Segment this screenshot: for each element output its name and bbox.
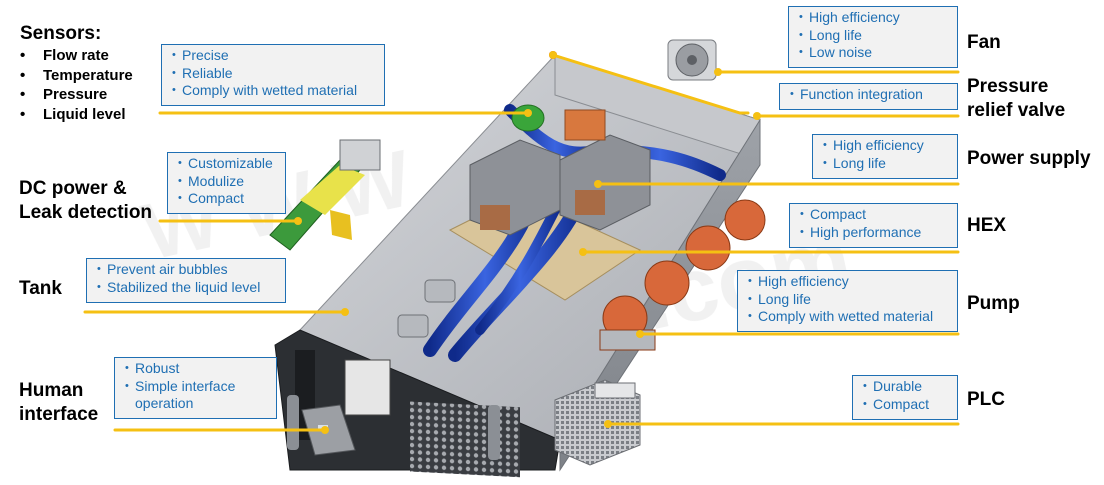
sensor-item: Flow rate xyxy=(20,46,133,66)
callout-item: Compact xyxy=(800,206,947,224)
power-supply-callout: High efficiency Long life xyxy=(812,134,958,179)
pump-callout: High efficiency Long life Comply with we… xyxy=(737,270,958,332)
sensor-item: Temperature xyxy=(20,66,133,86)
fan-callout: High efficiency Long life Low noise xyxy=(788,6,958,68)
power-supply-units xyxy=(469,134,651,236)
pressure-valve-callout: Function integration xyxy=(779,83,958,110)
plc-unit xyxy=(554,379,641,466)
callout-item: Simple interface operation xyxy=(125,378,255,413)
human-interface-label-line2: interface xyxy=(19,404,99,425)
callout-item: Comply with wetted material xyxy=(172,82,374,100)
human-interface-label-line1: Human xyxy=(19,380,84,401)
sensors-list: Sensors: Flow rate Temperature Pressure … xyxy=(20,22,133,124)
callout-item: High efficiency xyxy=(748,273,947,291)
callout-item: High efficiency xyxy=(823,137,947,155)
plc-label: PLC xyxy=(967,389,1005,410)
valve-components xyxy=(511,51,606,141)
callout-item: Long life xyxy=(799,27,947,45)
human-interface-label: Human interface xyxy=(19,379,98,427)
power-supply-label: Power supply xyxy=(967,148,1091,169)
sensors-title: Sensors: xyxy=(20,23,102,44)
callout-item: Long life xyxy=(748,291,947,309)
callout-item: High performance xyxy=(800,224,947,242)
fan-label: Fan xyxy=(967,32,1001,53)
callout-item: Robust xyxy=(125,360,266,378)
tank-label: Tank xyxy=(19,278,62,299)
sensors-callout: Precise Reliable Comply with wetted mate… xyxy=(161,44,385,106)
dc-power-label-line2: Leak detection xyxy=(19,202,153,223)
pressure-label-line2: relief valve xyxy=(967,100,1066,121)
fan-unit xyxy=(667,39,717,81)
callout-item: High efficiency xyxy=(799,9,947,27)
hex-callout: Compact High performance xyxy=(789,203,958,248)
callout-item: Durable xyxy=(863,378,947,396)
sensor-item: Liquid level xyxy=(20,105,133,125)
leader-lines xyxy=(83,53,960,432)
pressure-relief-valve-label: Pressure relief valve xyxy=(967,75,1065,123)
callout-item: Prevent air bubbles xyxy=(97,261,275,279)
pump-units xyxy=(599,199,766,351)
pressure-label-line1: Pressure xyxy=(967,76,1049,97)
sensor-item: Pressure xyxy=(20,85,133,105)
callout-item: Customizable xyxy=(178,155,275,173)
callout-item: Reliable xyxy=(172,65,374,83)
callout-item: Stabilized the liquid level xyxy=(97,279,275,297)
callout-item: Comply with wetted material xyxy=(748,308,947,326)
dc-power-label: DC power & Leak detection xyxy=(19,177,152,225)
callout-item: Low noise xyxy=(799,44,947,62)
hex-label: HEX xyxy=(967,215,1007,236)
callout-item: Precise xyxy=(172,47,374,65)
tank-fittings xyxy=(397,279,456,338)
callout-item: Compact xyxy=(863,396,947,414)
plc-callout: Durable Compact xyxy=(852,375,958,420)
pump-label: Pump xyxy=(967,293,1020,314)
leader-dots xyxy=(294,51,761,434)
tank-callout: Prevent air bubbles Stabilized the liqui… xyxy=(86,258,286,303)
callout-item: Modulize xyxy=(178,173,275,191)
dc-power-callout: Customizable Modulize Compact xyxy=(167,152,286,214)
callout-item: Compact xyxy=(178,190,275,208)
callout-item: Long life xyxy=(823,155,947,173)
dc-power-label-line1: DC power & xyxy=(19,178,127,199)
dc-leak-board xyxy=(269,139,381,251)
callout-item: Function integration xyxy=(790,86,947,104)
human-interface-callout: Robust Simple interface operation xyxy=(114,357,277,419)
